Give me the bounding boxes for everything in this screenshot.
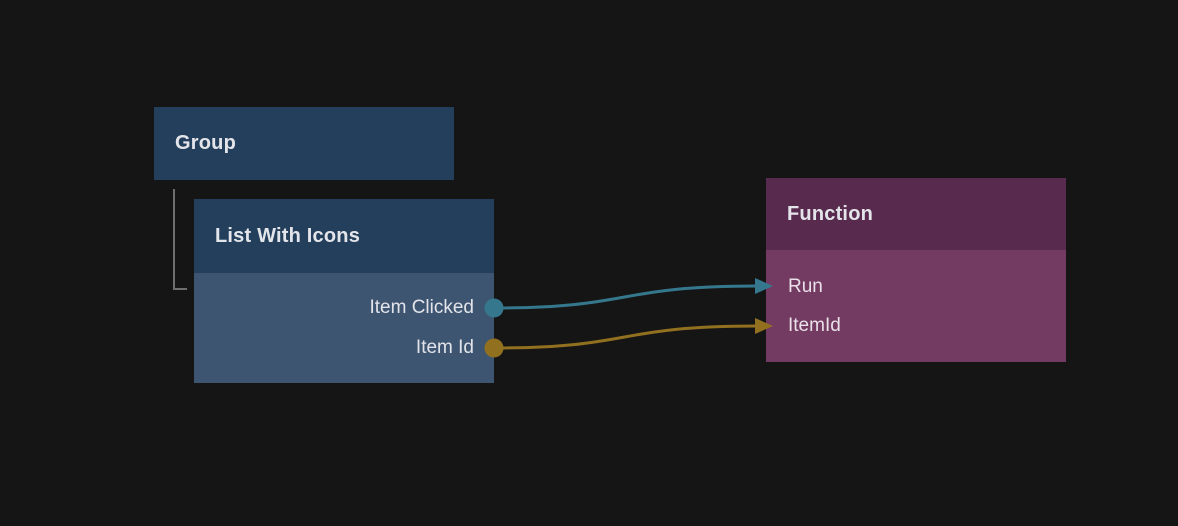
group-child-connector-vertical-line bbox=[173, 189, 175, 290]
output-label-item-clicked: Item Clicked bbox=[369, 297, 474, 318]
group-child-connector-horizontal-line bbox=[173, 288, 187, 290]
group-node-header[interactable]: Group bbox=[154, 107, 454, 180]
output-row-item-clicked: Item Clicked bbox=[194, 288, 494, 328]
output-row-item-id: Item Id bbox=[194, 328, 494, 368]
list-with-icons-node-title: List With Icons bbox=[215, 224, 361, 247]
output-label-item-id: Item Id bbox=[415, 337, 474, 358]
connection-wire-item-id-to-itemid[interactable] bbox=[493, 324, 758, 350]
connection-arrowhead-run-input-port[interactable] bbox=[755, 278, 773, 294]
connection-wire-item-clicked-to-run[interactable] bbox=[493, 284, 758, 310]
function-node-body: Run ItemId bbox=[766, 250, 1066, 362]
list-with-icons-node-header[interactable]: List With Icons bbox=[194, 199, 494, 273]
connection-arrowhead-itemid-input-port[interactable] bbox=[755, 318, 773, 334]
group-node[interactable]: Group bbox=[154, 107, 454, 180]
input-row-run: Run bbox=[766, 267, 1066, 307]
list-with-icons-node[interactable]: List With Icons Item Clicked Item Id bbox=[194, 199, 494, 383]
list-with-icons-node-body: Item Clicked Item Id bbox=[194, 273, 494, 383]
function-node-header[interactable]: Function bbox=[766, 178, 1066, 250]
function-node[interactable]: Function Run ItemId bbox=[766, 178, 1066, 362]
input-row-itemid: ItemId bbox=[766, 306, 1066, 346]
input-label-run: Run bbox=[788, 276, 823, 297]
group-node-title: Group bbox=[175, 132, 236, 154]
output-port-item-id[interactable] bbox=[484, 338, 504, 358]
function-node-title: Function bbox=[787, 202, 874, 225]
output-port-item-clicked[interactable] bbox=[484, 298, 504, 318]
input-label-itemid: ItemId bbox=[788, 315, 841, 336]
